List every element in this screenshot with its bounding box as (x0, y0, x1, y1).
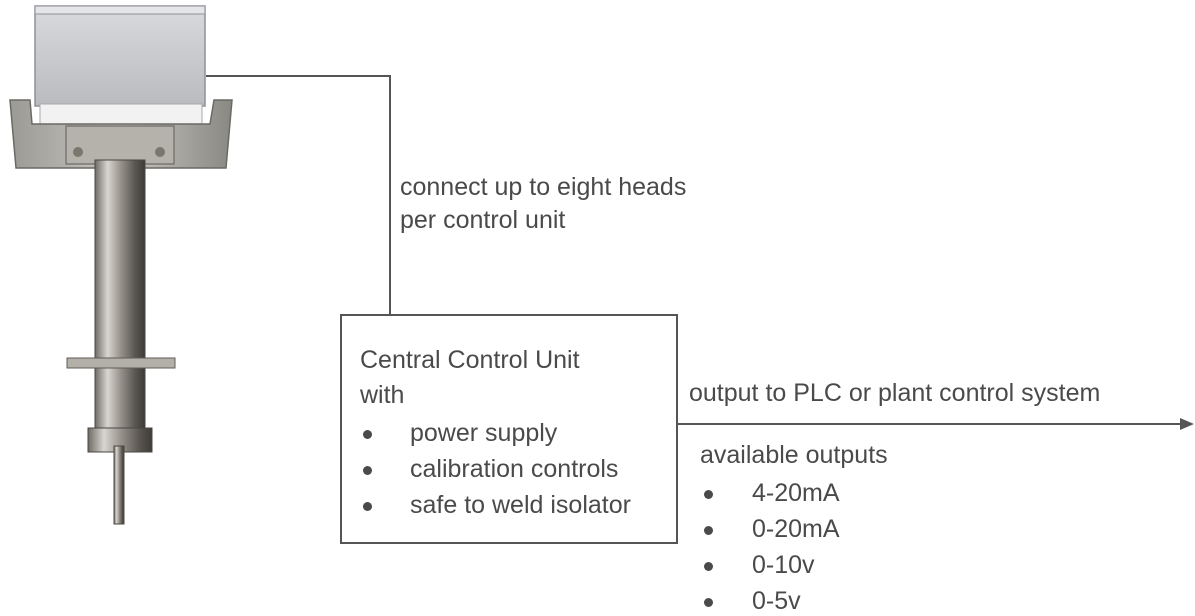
enclosure-base (39, 103, 203, 125)
output-bullet (704, 490, 713, 499)
feature-bullet (363, 502, 372, 511)
feature-bullet (363, 466, 372, 475)
output-option-0-10v: 0-10v (752, 551, 815, 579)
feature-power-supply: power supply (410, 419, 558, 447)
probe-pin (113, 445, 125, 525)
feature-bullet (363, 430, 372, 439)
sensor-to-unit-line (206, 75, 391, 314)
probe-collar (66, 357, 176, 369)
feature-calibration-controls: calibration controls (410, 455, 619, 483)
bolt-right (155, 147, 165, 157)
probe-rod (94, 159, 146, 431)
feature-safe-to-weld-isolator: safe to weld isolator (410, 491, 631, 519)
flange (65, 125, 175, 165)
enclosure-lid-edge (34, 5, 206, 15)
bolt-left (73, 147, 83, 157)
enclosure-box (34, 5, 206, 107)
output-option-4-20ma: 4-20mA (752, 479, 840, 507)
output-bullet (704, 598, 713, 607)
available-outputs-heading: available outputs (700, 441, 888, 469)
control-unit-title: Central Control Unit (360, 346, 580, 374)
output-arrow-head (1180, 418, 1194, 430)
output-bullet (704, 526, 713, 535)
output-option-0-20ma: 0-20mA (752, 515, 840, 543)
central-control-unit-box (340, 314, 678, 544)
sensor-head-image (9, 5, 233, 525)
output-label: output to PLC or plant control system (689, 379, 1101, 407)
control-unit-subtitle: with (360, 381, 405, 409)
output-option-0-5v: 0-5v (752, 587, 801, 615)
output-bullet (704, 562, 713, 571)
connection-note-line-1: connect up to eight heads (400, 173, 687, 201)
connection-note-line-2: per control unit (400, 206, 566, 234)
